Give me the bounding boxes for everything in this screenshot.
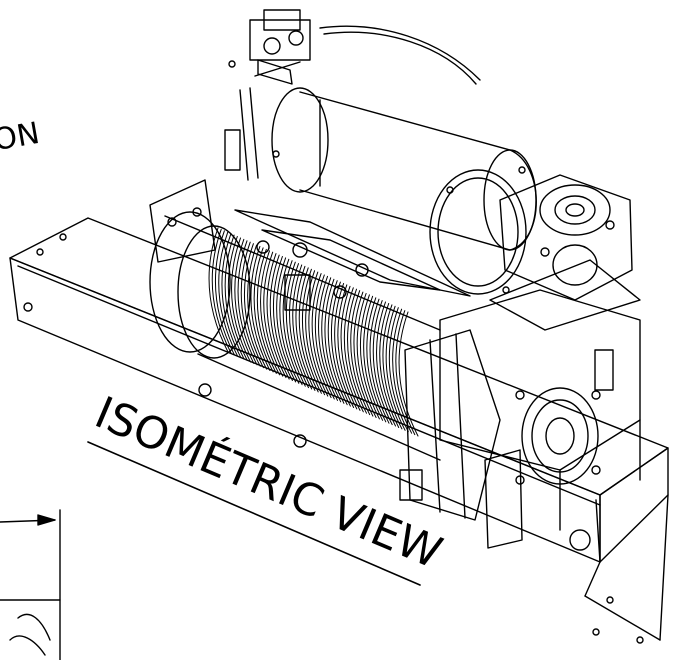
left-end-plate <box>149 179 216 263</box>
view-title-underline <box>87 441 421 586</box>
lower-housing <box>399 329 523 549</box>
dimension-line <box>0 509 61 661</box>
base-frame <box>9 217 669 644</box>
gearbox-housing <box>439 259 641 531</box>
rope-clamp-plate <box>234 209 471 311</box>
partial-view-label: ON <box>0 116 42 158</box>
brake-assembly <box>224 9 311 181</box>
worm-gear-reducer <box>499 174 633 301</box>
electric-motor <box>271 25 537 295</box>
wire-rope-drum <box>149 211 441 461</box>
